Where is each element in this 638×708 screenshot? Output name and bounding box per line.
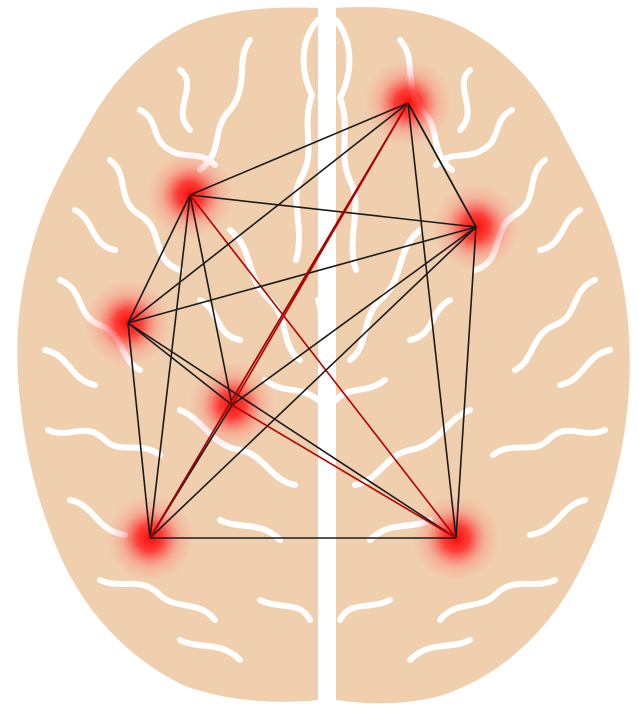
brain-network-figure	[0, 0, 638, 708]
brain-diagram-canvas	[0, 0, 638, 708]
